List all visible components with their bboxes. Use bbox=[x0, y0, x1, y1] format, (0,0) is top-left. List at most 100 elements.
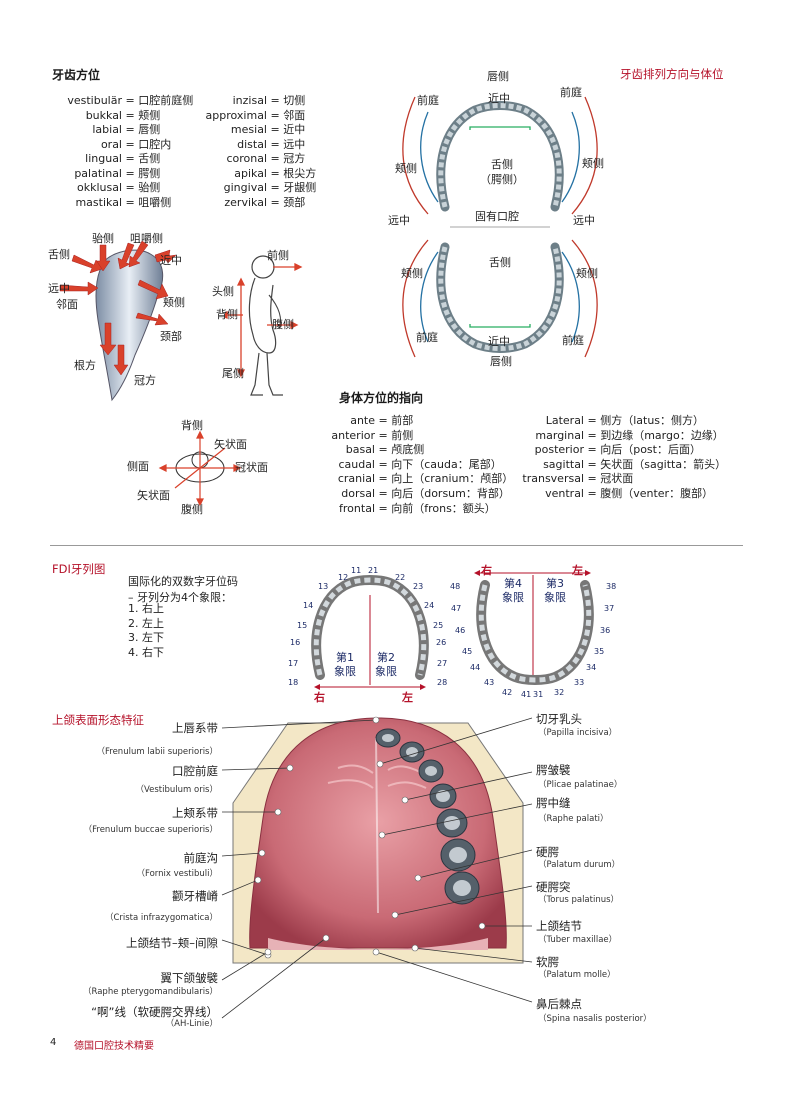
fdi-tooth-number: 33 bbox=[574, 678, 585, 687]
term-row: anterior = 前侧 bbox=[330, 429, 513, 444]
fdi-tooth-number: 28 bbox=[437, 678, 448, 687]
term-latin: dorsal bbox=[341, 486, 375, 500]
arch-label-buccal-ul: 颊侧 bbox=[395, 162, 417, 175]
body-label-front: 前侧 bbox=[267, 249, 289, 262]
fdi-lower-arch bbox=[474, 570, 594, 685]
leader-line bbox=[375, 951, 533, 1003]
tooth-label-lingual: 舌侧 bbox=[48, 248, 70, 261]
maxilla-label-latin: （Raphe palati） bbox=[538, 814, 609, 824]
term-translation: 根尖方 bbox=[283, 166, 317, 180]
fdi-tooth-number: 32 bbox=[554, 688, 565, 697]
body-terms-right: Lateral = 侧方（latus：侧方）marginal = 到边缘（mar… bbox=[520, 414, 726, 502]
term-translation: 舌侧 bbox=[138, 152, 161, 165]
tooth-label-mastical: 咀嚼侧 bbox=[130, 232, 163, 245]
maxilla-label-cn: 上颊系带 bbox=[172, 806, 218, 820]
maxilla-label-latin: （Plicae palatinae） bbox=[538, 780, 623, 790]
term-translation: 侧方（latus：侧方） bbox=[600, 414, 705, 427]
maxilla-label-cn: 腭皱襞 bbox=[536, 763, 571, 777]
term-latin: okklusal bbox=[76, 181, 122, 194]
term-row: basal = 颅底侧 bbox=[330, 443, 513, 458]
leader-dot bbox=[258, 849, 266, 857]
fdi-tooth-number: 36 bbox=[600, 626, 611, 635]
term-latin: zervikal bbox=[224, 195, 267, 209]
tooth-label-occlusal: 骀侧 bbox=[92, 232, 114, 245]
term-equals: = bbox=[584, 457, 601, 471]
term-row: vestibulär = 口腔前庭侧 bbox=[52, 94, 193, 109]
term-row: ventral = 腹侧（venter：腹部） bbox=[520, 487, 726, 502]
fdi-tooth-number: 34 bbox=[586, 663, 597, 672]
term-latin: gingival bbox=[223, 181, 267, 194]
fdi-intro: 国际化的双数字牙位码 bbox=[128, 575, 238, 588]
fdi-right-upper: 右 bbox=[314, 691, 325, 704]
term-latin: marginal bbox=[535, 428, 584, 442]
term-equals: = bbox=[122, 166, 139, 180]
fdi-quadrant-item: 1. 右上 bbox=[128, 602, 164, 615]
term-row: palatinal = 腭侧 bbox=[52, 167, 193, 182]
fdi-tooth-number: 18 bbox=[288, 678, 299, 687]
fdi-tooth-number: 44 bbox=[470, 663, 481, 672]
leader-line bbox=[221, 852, 263, 857]
term-translation: 向后（dorsum：背部） bbox=[391, 486, 510, 500]
fdi-right-lower: 右 bbox=[481, 564, 492, 577]
arch-label-buccal-ll: 颊侧 bbox=[401, 267, 423, 280]
plane-label-coronal: 冠状面 bbox=[235, 461, 268, 474]
maxilla-label-cn: 切牙乳头 bbox=[536, 712, 582, 726]
leader-line bbox=[394, 885, 533, 916]
arch-diagram bbox=[402, 96, 598, 358]
plane-label-ventral: 腹侧 bbox=[181, 503, 203, 516]
body-label-back: 背侧 bbox=[216, 308, 238, 321]
term-equals: = bbox=[122, 123, 139, 136]
tooth-label-cervical: 颈部 bbox=[160, 330, 182, 343]
term-latin: inzisal bbox=[232, 94, 267, 107]
fdi-tooth-number: 21 bbox=[368, 566, 379, 575]
fdi-tooth-number: 13 bbox=[318, 582, 329, 591]
term-equals: = bbox=[267, 152, 284, 165]
term-equals: = bbox=[584, 472, 601, 486]
term-translation: 口腔内 bbox=[138, 137, 172, 151]
maxilla-label-latin: （Spina nasalis posterior） bbox=[538, 1014, 652, 1024]
maxilla-label-latin: （Palatum molle） bbox=[538, 970, 616, 980]
maxilla-label-cn: 硬腭 bbox=[536, 845, 559, 859]
maxilla-label-cn: 鼻后棘点 bbox=[536, 997, 582, 1011]
fdi-tooth-number: 24 bbox=[424, 601, 435, 610]
leader-line bbox=[379, 717, 533, 765]
arch-label-buccal-ur: 颊侧 bbox=[582, 157, 604, 170]
term-translation: 向前（frons：额头） bbox=[391, 501, 496, 515]
term-latin: sagittal bbox=[543, 457, 584, 471]
term-latin: lingual bbox=[85, 152, 122, 165]
term-row: lingual = 舌侧 bbox=[52, 152, 193, 167]
term-translation: 前侧 bbox=[391, 428, 414, 442]
fdi-tooth-number: 23 bbox=[413, 582, 424, 591]
maxilla-label-latin: （Fornix vestibuli） bbox=[136, 869, 218, 879]
term-row: frontal = 向前（frons：额头） bbox=[330, 502, 513, 517]
term-equals: = bbox=[267, 108, 284, 122]
leader-dot bbox=[254, 876, 262, 884]
body-label-head: 头侧 bbox=[212, 285, 234, 298]
term-latin: distal bbox=[237, 137, 267, 151]
leader-dot bbox=[401, 796, 409, 804]
leader-dot bbox=[378, 831, 386, 839]
term-equals: = bbox=[584, 414, 601, 427]
arch-label-vestibule-br: 前庭 bbox=[562, 334, 584, 347]
fdi-quadrant-item: 3. 左下 bbox=[128, 631, 164, 644]
term-latin: mastikal bbox=[75, 195, 122, 209]
term-equals: = bbox=[122, 152, 139, 165]
maxilla-label-latin: （Papilla incisiva） bbox=[538, 728, 618, 738]
leader-dot bbox=[322, 934, 330, 942]
term-row: approximal = 邻面 bbox=[195, 109, 316, 124]
term-equals: = bbox=[375, 457, 392, 471]
term-row: sagittal = 矢状面（sagitta：箭头） bbox=[520, 458, 726, 473]
term-translation: 腭侧 bbox=[138, 166, 161, 180]
arch-label-oral-cavity: 固有口腔 bbox=[475, 210, 519, 223]
term-equals: = bbox=[375, 472, 392, 486]
term-translation: 向上（cranium：颅部） bbox=[391, 472, 514, 486]
maxilla-label-latin: （Torus palatinus） bbox=[538, 895, 620, 905]
human-figure-illustration bbox=[225, 255, 303, 396]
leader-line bbox=[221, 879, 259, 896]
term-translation: 向后（post：后面） bbox=[600, 443, 701, 457]
tooth-illustration bbox=[59, 240, 177, 402]
leader-dot bbox=[411, 944, 419, 952]
section-title-body-orientation: 身体方位的指向 bbox=[339, 391, 424, 405]
term-equals: = bbox=[375, 428, 392, 442]
